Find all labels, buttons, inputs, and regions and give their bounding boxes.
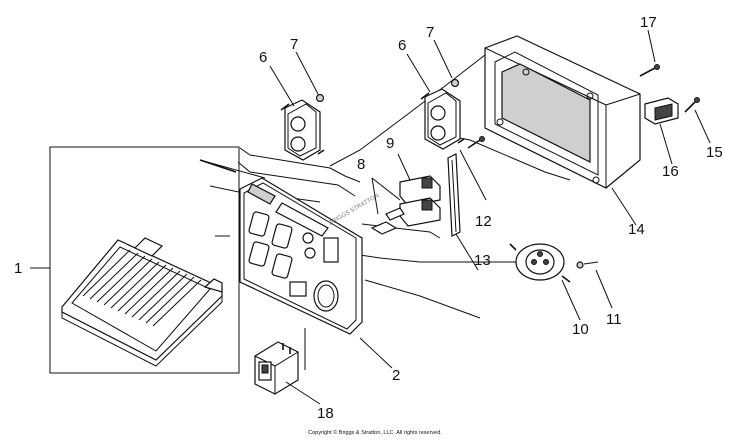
back-box (484, 35, 641, 189)
callout-13: 13 (474, 252, 491, 269)
callout-8: 8 (357, 156, 365, 173)
twist-lock-receptacle (509, 243, 571, 283)
callout-12: 12 (475, 213, 492, 230)
outlet-cover (61, 237, 223, 367)
callout-15: 15 (706, 144, 723, 161)
callout-17: 17 (640, 14, 657, 31)
svg-text:BRIGGS STRATTON: BRIGGS STRATTON (328, 193, 380, 227)
callout-9: 9 (386, 135, 394, 152)
callout-6-right: 6 (398, 37, 406, 54)
nut-right (450, 78, 460, 88)
callout-6-left: 6 (259, 49, 267, 66)
callout-11: 11 (606, 311, 622, 328)
circuit-breakers (370, 175, 441, 235)
callout-14: 14 (628, 221, 645, 238)
callout-leaders (269, 29, 711, 405)
receptacle-left (280, 99, 325, 161)
connector-16 (644, 97, 679, 125)
copyright-notice: Copyright © Briggs & Stratton, LLC. All … (308, 430, 442, 436)
screw-12 (467, 136, 485, 149)
receptacle-right (420, 88, 465, 150)
callout-2: 2 (392, 367, 400, 384)
switch-18 (254, 341, 299, 395)
nut-11 (576, 261, 599, 269)
callout-1: 1 (14, 260, 22, 277)
front-panel: BRIGGS STRATTON (239, 177, 380, 335)
callout-7-right: 7 (426, 24, 434, 41)
nut-left (315, 93, 325, 103)
cover-screw (199, 159, 237, 173)
screw-15 (684, 97, 700, 113)
callout-18: 18 (317, 405, 334, 422)
callout-10: 10 (572, 321, 589, 338)
callout-16: 16 (662, 163, 679, 180)
screw-17 (639, 64, 660, 77)
indicator-bar (447, 153, 461, 237)
cover-frame-box (49, 146, 240, 374)
callout-7-left: 7 (290, 36, 298, 53)
